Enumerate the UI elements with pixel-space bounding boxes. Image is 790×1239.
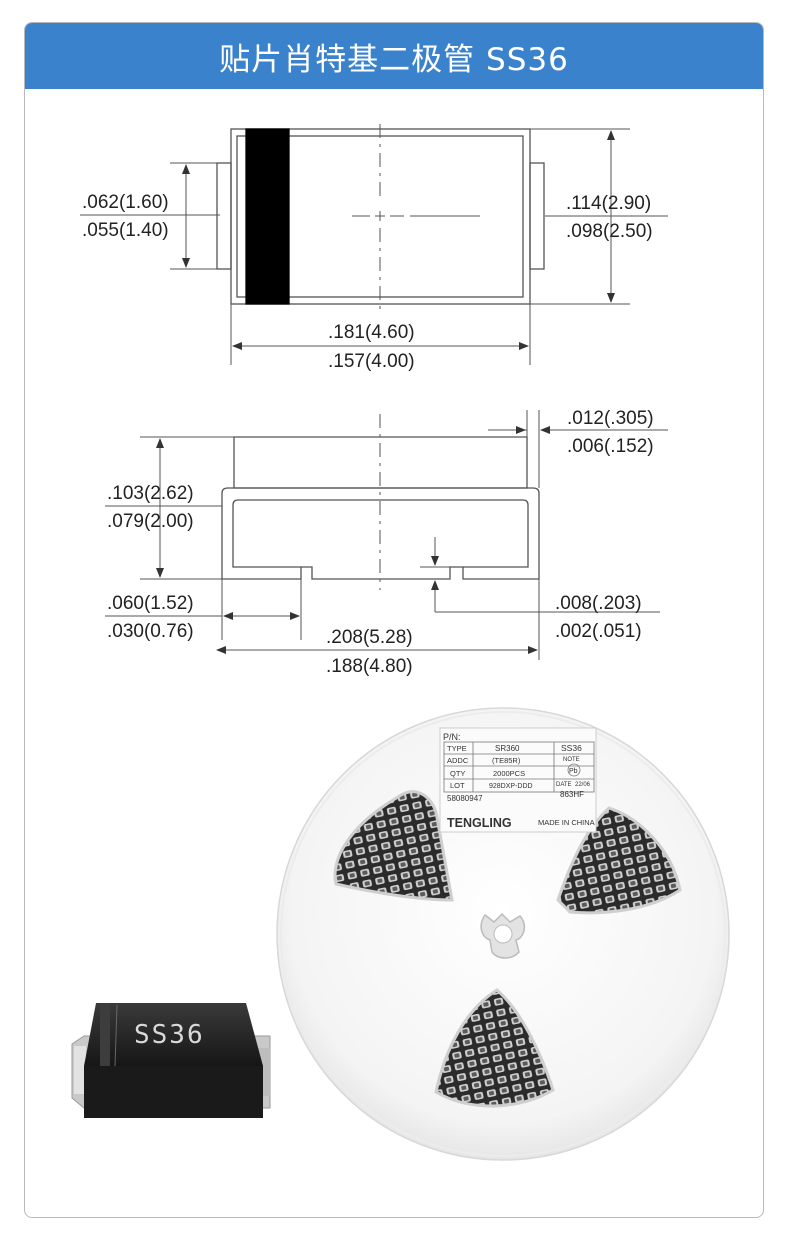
svg-text:SS36: SS36 (561, 743, 582, 753)
svg-text:TYPE: TYPE (447, 744, 467, 753)
lead-left (216, 162, 232, 270)
svg-text:DATE: DATE (556, 782, 572, 788)
pb-free-mark: Pb (569, 768, 578, 775)
standoff-min: .002(.051) (555, 621, 642, 642)
svg-text:2000PCS: 2000PCS (493, 769, 525, 778)
top-width-max: .114(2.90) (566, 193, 651, 214)
svg-text:22/06: 22/06 (575, 782, 591, 788)
cathode-band (245, 128, 290, 305)
svg-text:LOT: LOT (450, 781, 465, 790)
top-height-max: .062(1.60) (82, 192, 169, 213)
foot-length-min: .030(0.76) (107, 621, 194, 642)
top-length-min: .157(4.00) (328, 351, 415, 372)
overall-length-min: .188(4.80) (326, 656, 413, 677)
reel-window-left (333, 790, 454, 902)
lead-thickness-max: .012(.305) (567, 408, 654, 429)
svg-text:863HF: 863HF (560, 790, 584, 799)
side-view (105, 410, 668, 660)
component-marking: SS36 (134, 1020, 205, 1050)
svg-text:QTY: QTY (450, 769, 465, 778)
smd-component-photo: SS36 (71, 1003, 271, 1118)
svg-text:928DXP-DDD: 928DXP-DDD (489, 783, 533, 790)
svg-text:ADDC: ADDC (447, 756, 469, 765)
overall-length-max: .208(5.28) (326, 627, 413, 648)
label-pn: P/N: (443, 732, 461, 742)
top-width-min: .098(2.50) (566, 221, 653, 242)
side-height-max: .103(2.62) (107, 483, 194, 504)
svg-text:58080947: 58080947 (447, 794, 483, 803)
foot-length-max: .060(1.52) (107, 593, 194, 614)
tape-reel-photo: P/N: TYPE SR360 SS36 ADDC (TE85R) NOTE P… (276, 707, 730, 1161)
lead-right (529, 162, 545, 270)
reel-label: P/N: TYPE SR360 SS36 ADDC (TE85R) NOTE P… (439, 727, 597, 833)
svg-text:SR360: SR360 (495, 744, 520, 753)
top-view (80, 124, 668, 365)
top-height-min: .055(1.40) (82, 220, 169, 241)
svg-text:(TE85R): (TE85R) (492, 756, 521, 765)
side-height-min: .079(2.00) (107, 511, 194, 532)
top-length-max: .181(4.60) (328, 322, 415, 343)
svg-text:MADE IN CHINA: MADE IN CHINA (538, 818, 595, 827)
standoff-max: .008(.203) (555, 593, 642, 614)
page-title: 贴片肖特基二极管 SS36 (25, 23, 763, 89)
reel-window-bottom (434, 988, 555, 1108)
reel-window-right (556, 806, 682, 915)
svg-text:NOTE: NOTE (563, 757, 580, 763)
lead-thickness-min: .006(.152) (567, 436, 654, 457)
brand-name: TENGLING (447, 816, 512, 830)
